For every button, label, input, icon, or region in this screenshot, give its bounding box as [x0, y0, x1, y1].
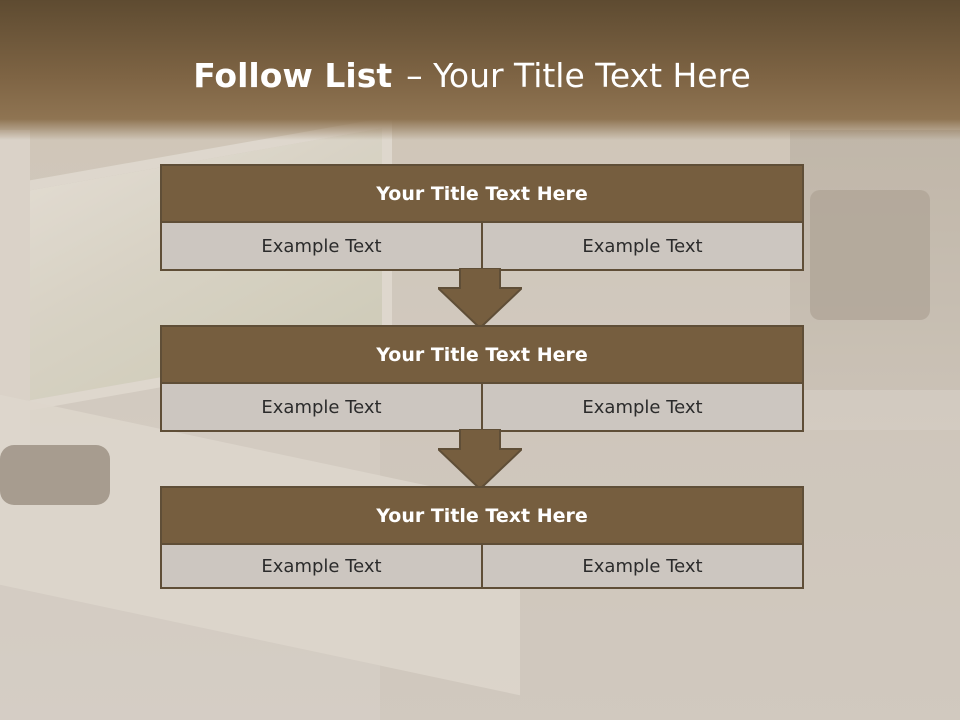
title-rest: – Your Title Text Here — [406, 56, 751, 95]
step-title: Your Title Text Here — [162, 488, 802, 543]
down-arrow-icon — [438, 268, 522, 328]
step-box-3: Your Title Text Here Example Text Exampl… — [160, 486, 804, 589]
step-cell-left: Example Text — [162, 384, 481, 430]
towel — [0, 445, 110, 505]
header-band — [0, 0, 960, 140]
step-row: Example Text Example Text — [162, 223, 802, 269]
step-cell-right: Example Text — [483, 223, 802, 269]
step-box-1: Your Title Text Here Example Text Exampl… — [160, 164, 804, 271]
step-cell-left: Example Text — [162, 223, 481, 269]
step-box-2: Your Title Text Here Example Text Exampl… — [160, 325, 804, 432]
down-arrow-icon — [438, 429, 522, 489]
step-title: Your Title Text Here — [162, 166, 802, 221]
step-cell-right: Example Text — [483, 545, 802, 587]
step-cell-right: Example Text — [483, 384, 802, 430]
step-cell-left: Example Text — [162, 545, 481, 587]
slide-title: Follow List – Your Title Text Here — [0, 56, 944, 96]
step-row: Example Text Example Text — [162, 384, 802, 430]
chair — [810, 190, 930, 320]
step-title: Your Title Text Here — [162, 327, 802, 382]
title-bold: Follow List — [193, 56, 393, 95]
step-row: Example Text Example Text — [162, 545, 802, 587]
